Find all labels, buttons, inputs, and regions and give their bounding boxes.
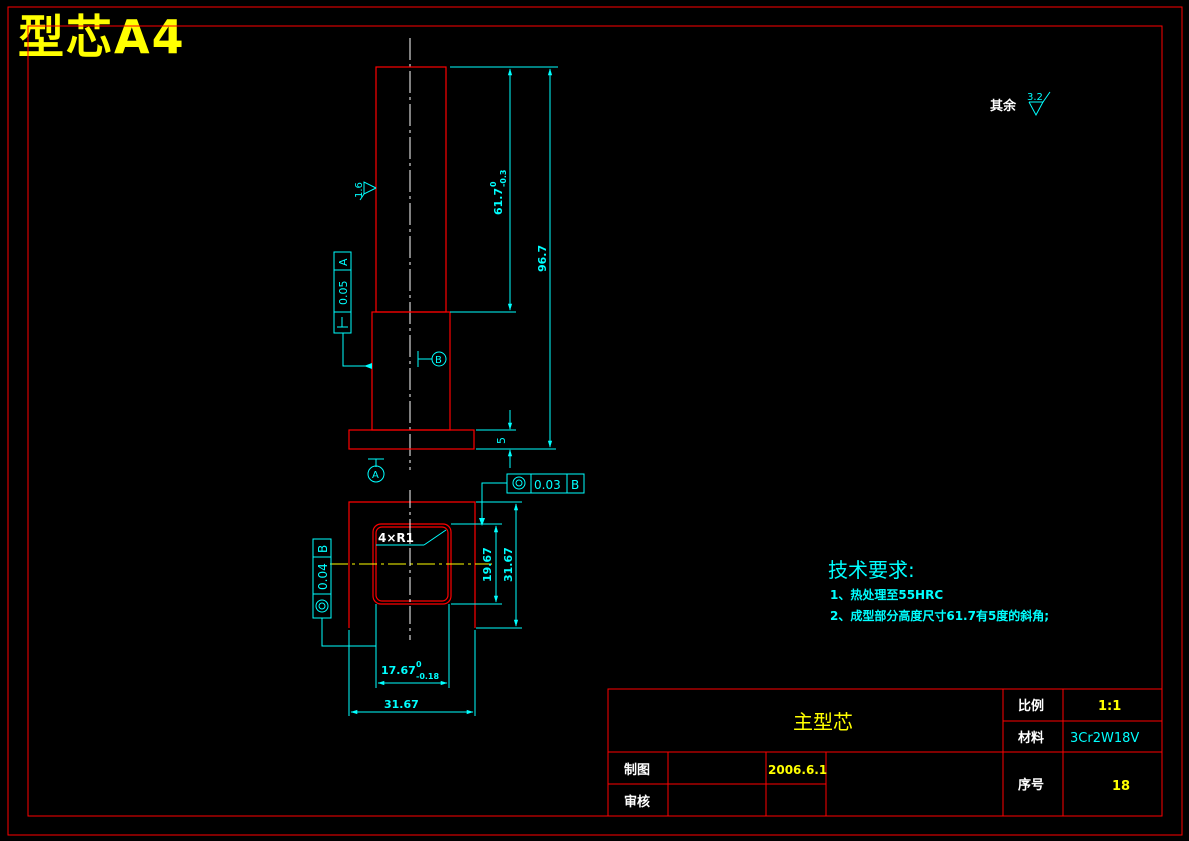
requirement-item-1: 1、热处理至55HRC	[830, 587, 943, 602]
roughness-rest-label: 其余	[990, 98, 1017, 114]
title-block	[607, 688, 1163, 817]
conc-left-datum: B	[316, 545, 330, 553]
dim-shaft-height-upper: 0	[489, 181, 498, 187]
drawn-date: 2006.6.1	[768, 763, 827, 777]
requirements-title: 技术要求:	[828, 558, 915, 582]
seq-label: 序号	[1018, 777, 1044, 793]
dim-shaft-height-lower: -0.3	[499, 170, 508, 188]
checked-label: 审核	[624, 794, 650, 810]
conc-left-value: 0.04	[316, 563, 330, 590]
concentricity-frame-left	[312, 538, 377, 652]
perp-value: 0.05	[337, 281, 350, 306]
outer-border	[7, 6, 1183, 836]
dim-inner-height: 19.67	[481, 547, 494, 582]
front-view	[348, 66, 475, 450]
perp-datum: A	[337, 258, 350, 266]
roughness-rest-value: 3.2	[1027, 92, 1043, 103]
datum-a-symbol	[367, 458, 385, 483]
dim-flange: 5	[495, 437, 508, 444]
material-value: 3Cr2W18V	[1070, 731, 1139, 746]
roughness-symbol-shaft	[359, 181, 377, 201]
dim-outer-width: 31.67	[384, 698, 419, 711]
dim-inner-width-upper: 0	[416, 660, 422, 669]
dim-outer-height: 31.67	[502, 547, 515, 582]
roughness-shaft-value: 1.6	[354, 182, 365, 198]
scale-value: 1:1	[1098, 699, 1121, 714]
dim-inner-width: 17.67	[381, 664, 416, 677]
material-label: 材料	[1018, 730, 1044, 746]
conc-top-datum: B	[571, 478, 579, 492]
dim-total-height: 96.7	[536, 245, 549, 272]
dim-inner-width-lower: -0.18	[416, 672, 439, 681]
perpendicularity-frame	[333, 251, 372, 367]
drawing-title: 型芯A4	[18, 10, 186, 64]
part-name: 主型芯	[793, 710, 853, 734]
datum-b-label: B	[435, 355, 442, 366]
concentricity-frame-top	[481, 473, 585, 520]
datum-b-symbol	[417, 351, 447, 367]
datum-a-label: A	[372, 470, 379, 481]
roughness-symbol-rest	[1028, 91, 1051, 117]
scale-label: 比例	[1018, 698, 1044, 714]
drawn-label: 制图	[624, 762, 650, 778]
dim-fillet: 4×R1	[378, 531, 414, 545]
requirement-item-2: 2、成型部分高度尺寸61.7有5度的斜角;	[830, 608, 1049, 623]
dim-shaft-height: 61.7	[492, 188, 505, 215]
conc-top-value: 0.03	[534, 478, 561, 492]
top-view	[348, 501, 476, 628]
inner-border	[27, 25, 1163, 817]
seq-value: 18	[1112, 779, 1130, 794]
